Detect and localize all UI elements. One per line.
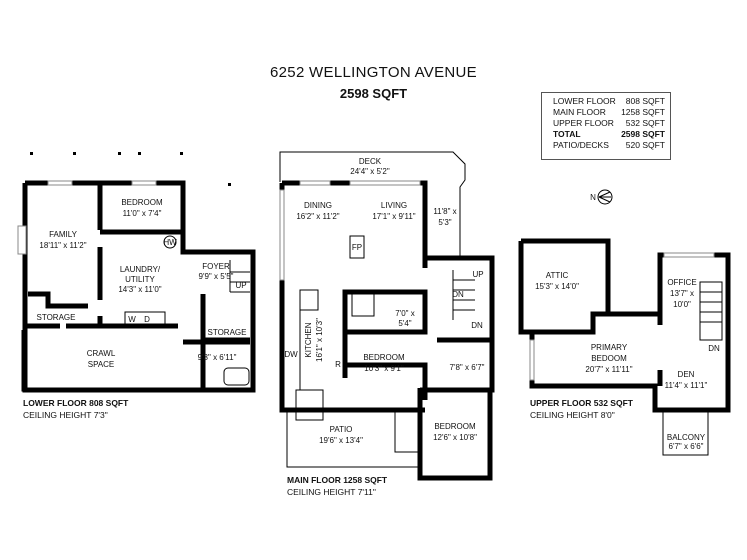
summary-label: PATIO/DECKS — [553, 140, 609, 150]
room-label: HW — [163, 238, 177, 247]
room-label: 15'3" x 14'0" — [535, 282, 579, 291]
summary-row: UPPER FLOOR 532 SQFT — [553, 118, 665, 129]
lower-floor-plan: HW W D FAMILY 18'11" x 11'2" BEDROOM 11'… — [17, 152, 256, 393]
room-label: STORAGE — [208, 328, 247, 337]
room-label: DN — [452, 290, 464, 299]
room-label: 9'3" x 6'11" — [198, 353, 237, 362]
summary-label: LOWER FLOOR — [553, 96, 616, 106]
room-label: PRIMARY — [591, 343, 628, 352]
room-label: BEDROOM — [121, 198, 163, 207]
room-label: SPACE — [88, 360, 115, 369]
room-label: 10'0" — [673, 300, 691, 309]
room-label: UP — [235, 281, 246, 290]
room-label: W — [128, 315, 136, 324]
summary-label: UPPER FLOOR — [553, 118, 614, 128]
room-label: 11'8" x — [433, 207, 456, 216]
room-label: R — [335, 360, 341, 369]
summary-value: 1258 SQFT — [621, 107, 665, 117]
room-label: BEDROOM — [363, 353, 405, 362]
summary-row: LOWER FLOOR 808 SQFT — [553, 96, 665, 107]
room-label: ATTIC — [546, 271, 569, 280]
room-label: 5'3" — [438, 218, 451, 227]
room-label: UP — [472, 270, 483, 279]
summary-label: MAIN FLOOR — [553, 107, 606, 117]
room-label: UTILITY — [125, 275, 155, 284]
room-label: N — [590, 193, 596, 202]
room-label: DW — [284, 350, 298, 359]
room-label: LAUNDRY/ — [120, 265, 161, 274]
room-label: KITCHEN — [304, 322, 313, 357]
room-label: 24'4" x 5'2" — [350, 167, 390, 176]
room-label: PATIO — [330, 425, 353, 434]
room-label: 12'6" x 10'8" — [433, 433, 477, 442]
summary-value: 808 SQFT — [625, 96, 665, 106]
room-label: STORAGE — [37, 313, 76, 322]
room-label: 7'0" x — [395, 309, 415, 318]
total-sqft: 2598 SQFT — [339, 86, 408, 101]
room-label: 6'7" x 6'6" — [669, 442, 704, 451]
property-address: 6252 WELLINGTON AVENUE — [270, 64, 477, 81]
room-label: DN — [471, 321, 483, 330]
room-label: 5'4" — [398, 319, 411, 328]
summary-row: MAIN FLOOR 1258 SQFT — [553, 107, 665, 118]
room-label: 9'9" x 5'5" — [199, 272, 234, 281]
room-label: D — [144, 315, 150, 324]
room-label: 20'7" x 11'11" — [585, 365, 632, 374]
room-label: 11'0" x 7'4" — [123, 209, 162, 218]
room-label: FP — [352, 243, 362, 252]
summary-label: TOTAL — [553, 129, 581, 139]
room-label: 11'4" x 11'1" — [665, 381, 708, 390]
room-label: 10'3" x 9'1" — [364, 364, 404, 373]
compass-icon: N — [590, 189, 613, 205]
room-label: DECK — [359, 157, 382, 166]
summary-row: TOTAL 2598 SQFT — [553, 129, 665, 140]
room-label: OFFICE — [667, 278, 696, 287]
room-label: 19'6" x 13'4" — [319, 436, 363, 445]
room-label: BALCONY — [667, 433, 706, 442]
room-label: 7'8" x 6'7" — [450, 363, 485, 372]
room-label: CRAWL — [87, 349, 116, 358]
room-label: BEDROOM — [434, 422, 476, 431]
room-label: 17'1" x 9'11" — [372, 212, 415, 221]
room-label: 14'3" x 11'0" — [118, 285, 161, 294]
room-label: BEDOOM — [591, 354, 627, 363]
room-label: 13'7" x — [670, 289, 694, 298]
summary-value: 532 SQFT — [625, 118, 665, 128]
room-label: LIVING — [381, 201, 407, 210]
room-label: FOYER — [202, 262, 230, 271]
room-label: 16'2" x 11'2" — [296, 212, 339, 221]
upper-floor-plan: ATTIC 15'3" x 14'0" OFFICE 13'7" x 10'0"… — [518, 238, 731, 456]
summary-value: 520 SQFT — [625, 140, 665, 150]
room-label: DN — [708, 344, 720, 353]
summary-row: PATIO/DECKS 520 SQFT — [553, 140, 665, 151]
room-label: 18'11" x 11'2" — [39, 241, 86, 250]
main-floor-plan: FP DECK 24'4" x 5'2" DINING 16'2" x 11'2… — [279, 151, 495, 481]
room-label: 16'1" x 10'3" — [315, 318, 324, 362]
room-label: FAMILY — [49, 230, 78, 239]
room-label: DEN — [678, 370, 695, 379]
summary-value: 2598 SQFT — [621, 129, 665, 139]
room-label: DINING — [304, 201, 332, 210]
